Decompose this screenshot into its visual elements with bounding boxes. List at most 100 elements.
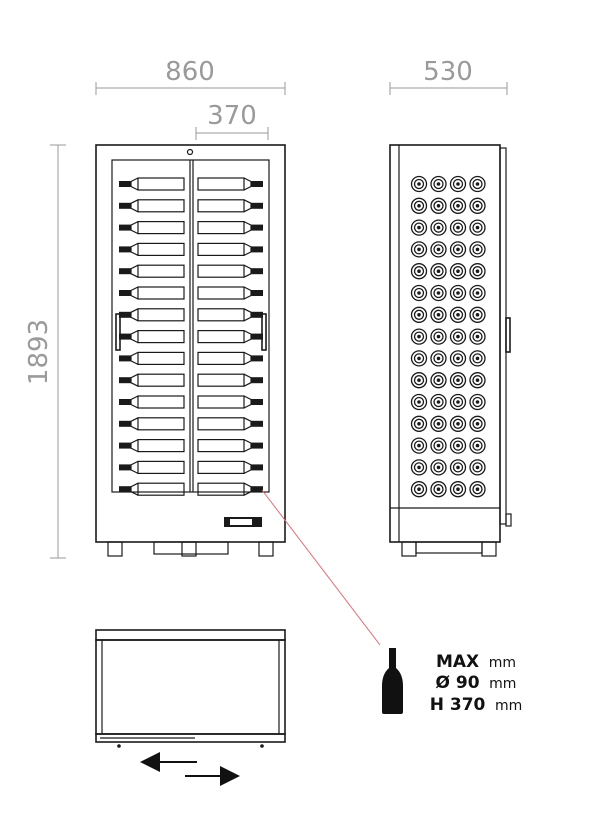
bottle-end (410, 328, 428, 345)
front-bottle-left (119, 264, 185, 278)
top-view (95, 629, 286, 748)
spec-diameter: Ø 90 (436, 673, 480, 693)
side-bottle-grid (410, 175, 486, 498)
bottle-end (430, 415, 447, 432)
bottle-end (430, 350, 447, 367)
bottle-end (410, 393, 428, 411)
bottle-end (449, 437, 467, 454)
bottle-end (410, 241, 428, 258)
bottle-end (430, 372, 447, 389)
front-bottle-left (119, 395, 185, 409)
width-label: 860 (165, 57, 215, 87)
front-bottle-left (119, 242, 185, 256)
bottle-length-dimension: 370 (195, 101, 269, 140)
front-bottle-right (197, 351, 263, 365)
front-bottle-rack (119, 177, 263, 496)
spec-height-unit: mm (495, 698, 522, 714)
front-bottle-left (119, 221, 185, 235)
bottle-end (430, 219, 447, 236)
bottle-spec: MAX mm Ø 90 mm H 370 mm (430, 652, 523, 715)
bottle-end (449, 415, 467, 432)
bottle-end (430, 459, 447, 476)
bottle-end (469, 481, 486, 498)
svg-text:H 370 mm: H 370 mm (430, 695, 523, 715)
height-label: 1893 (24, 319, 54, 385)
bottle-end (449, 306, 467, 323)
bottle-end (469, 175, 486, 193)
bottle-end (449, 481, 467, 498)
spec-max-unit: mm (489, 655, 516, 671)
spec-height: H 370 (430, 695, 486, 715)
bottle-end (430, 197, 447, 214)
front-bottle-right (197, 460, 263, 474)
spec-diameter-unit: mm (489, 676, 516, 692)
svg-text:Ø 90 mm: Ø 90 mm (436, 673, 517, 693)
bottle-end (449, 197, 467, 214)
bottle-end (410, 219, 428, 236)
bottle-end (449, 393, 467, 411)
leader-line (261, 489, 381, 646)
bottle-end (469, 306, 486, 323)
bottle-end (430, 263, 447, 280)
bottle-end (469, 350, 486, 367)
bottle-end (469, 219, 486, 236)
bottle-end (410, 459, 428, 476)
bottle-end (449, 219, 467, 236)
bottle-end (410, 372, 428, 389)
bottle-end (469, 437, 486, 454)
bottle-end (449, 284, 467, 302)
bottle-icon (382, 648, 403, 714)
bottle-end (410, 197, 428, 214)
spec-max: MAX (436, 652, 479, 672)
front-bottle-right (197, 395, 263, 409)
front-bottle-left (119, 351, 185, 365)
side-handle (505, 317, 511, 353)
bottle-end (430, 284, 447, 302)
bottle-end (449, 372, 467, 389)
side-view (389, 144, 512, 557)
bottle-end (410, 306, 428, 323)
bottle-end (430, 306, 447, 323)
front-bottle-left (119, 482, 185, 496)
bottle-end (410, 284, 428, 302)
height-dimension: 1893 (24, 144, 66, 559)
bottle-end (410, 437, 428, 454)
front-bottle-left (119, 417, 185, 431)
bottle-end (469, 393, 486, 411)
bottle-end (410, 175, 428, 193)
front-bottle-left (119, 308, 185, 322)
bottle-end (449, 175, 467, 193)
bottle-end (410, 263, 428, 280)
depth-dimension: 530 (389, 57, 508, 95)
slide-arrows-icon (140, 752, 240, 786)
front-bottle-left (119, 460, 185, 474)
front-bottle-right (197, 286, 263, 300)
bottle-end (469, 241, 486, 258)
front-bottle-right (197, 373, 263, 387)
svg-text:MAX mm: MAX mm (436, 652, 516, 672)
bottle-end (449, 328, 467, 345)
front-bottle-right (197, 417, 263, 431)
bottle-end (469, 328, 486, 345)
bottle-end (469, 372, 486, 389)
bottle-end (430, 175, 447, 193)
bottle-end (469, 263, 486, 280)
bottle-end (469, 284, 486, 302)
front-bottle-right (197, 242, 263, 256)
front-bottle-left (119, 286, 185, 300)
front-bottle-left (119, 330, 185, 344)
front-bottle-left (119, 199, 185, 213)
front-bottle-right (197, 264, 263, 278)
bottle-end (410, 350, 428, 367)
bottle-end (469, 197, 486, 214)
bottle-end (449, 459, 467, 476)
bottle-end (430, 241, 447, 258)
bottle-end (449, 350, 467, 367)
front-bottle-right (197, 308, 263, 322)
bottle-end (469, 459, 486, 476)
bottle-end (449, 241, 467, 258)
bottle-end (410, 481, 428, 498)
front-bottle-left (119, 373, 185, 387)
front-bottle-right (197, 439, 263, 453)
bottle-end (430, 437, 447, 454)
